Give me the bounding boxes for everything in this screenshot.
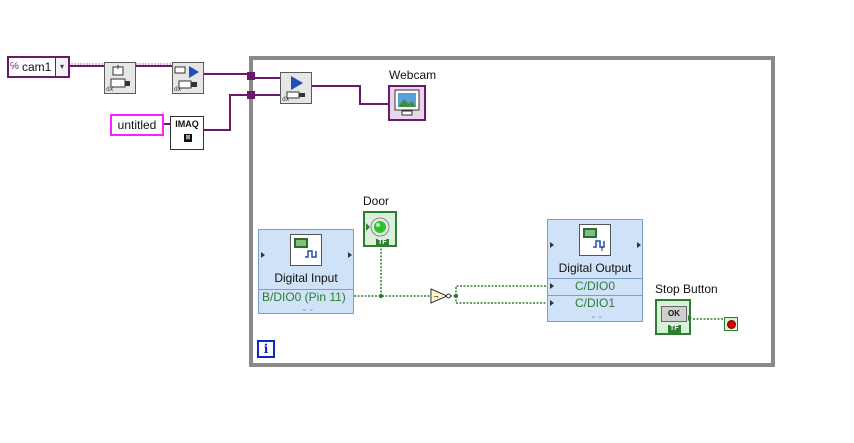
camera-name-value[interactable]: cam1 xyxy=(22,60,52,74)
camera-open-icon: dx xyxy=(106,65,130,93)
while-loop-frame[interactable] xyxy=(249,56,775,367)
ok-button-face[interactable]: OK xyxy=(661,306,687,322)
configure-grab-icon: dx xyxy=(174,66,199,93)
dropdown-arrow-icon[interactable]: ▾ xyxy=(55,58,68,76)
webcam-label: Webcam xyxy=(389,68,437,82)
not-to-dio0-wire xyxy=(455,285,547,296)
loop-tunnel-image xyxy=(247,91,255,99)
stop-tf-badge: TF xyxy=(668,325,681,333)
not-to-dio1-wire xyxy=(455,296,547,304)
open-camera-vi[interactable]: dx xyxy=(104,62,136,94)
not-symbol: ¬ xyxy=(433,293,439,301)
svg-text:dx: dx xyxy=(174,86,182,93)
svg-text:dx: dx xyxy=(106,86,114,93)
stop-sign-icon xyxy=(728,321,735,328)
stop-button-label: Stop Button xyxy=(655,282,718,296)
digital-output-channel-1[interactable]: C/DIO1 xyxy=(548,295,642,311)
configure-grab-vi[interactable]: dx xyxy=(172,62,204,94)
grab-vi[interactable]: dx xyxy=(280,72,312,104)
webcam-image-indicator[interactable] xyxy=(388,85,426,121)
imaq-create-icon: ⊠ xyxy=(184,134,192,142)
stop-button-control[interactable]: OK TF xyxy=(655,299,692,335)
door-led-indicator[interactable]: TF xyxy=(363,211,397,247)
digital-input-icon xyxy=(290,234,322,266)
not-gate[interactable]: ¬ xyxy=(429,287,451,305)
imaq-label: IMAQ xyxy=(175,119,199,129)
image-display-icon xyxy=(394,89,420,116)
io-name-icon: ℅ xyxy=(10,61,19,72)
imaq-create-vi[interactable]: IMAQ ⊠ xyxy=(170,116,204,150)
svg-text:dx: dx xyxy=(282,96,290,103)
grab-icon: dx xyxy=(282,76,305,103)
camera-name-control[interactable]: ℅ cam1 ▾ xyxy=(7,56,70,78)
grab-to-webcam-wire xyxy=(312,85,390,105)
digital-output-icon xyxy=(579,224,611,256)
led-icon xyxy=(366,217,390,237)
digital-output-express-vi[interactable]: Digital Output C/DIO0 C/DIO1 ⌄⌄ xyxy=(547,219,643,322)
digital-output-channel-0[interactable]: C/DIO0 xyxy=(548,278,642,294)
image-name-constant[interactable]: untitled xyxy=(110,114,164,136)
digital-input-channel[interactable]: B/DIO0 (Pin 11) xyxy=(259,289,353,304)
digital-output-title: Digital Output xyxy=(558,261,632,275)
expand-chevron-icon[interactable]: ⌄⌄ xyxy=(301,304,315,313)
image-wire-into-loop xyxy=(202,94,280,131)
digital-input-express-vi[interactable]: Digital Input B/DIO0 (Pin 11) ⌄⌄ xyxy=(258,229,354,314)
door-tf-badge: TF xyxy=(376,239,389,247)
loop-iteration-terminal[interactable]: i xyxy=(257,340,275,358)
expand-chevron-icon[interactable]: ⌄⌄ xyxy=(590,311,604,320)
loop-tunnel-session xyxy=(247,72,255,80)
digital-input-title: Digital Input xyxy=(274,271,338,285)
door-label: Door xyxy=(363,194,390,208)
loop-stop-terminal[interactable] xyxy=(724,317,738,331)
